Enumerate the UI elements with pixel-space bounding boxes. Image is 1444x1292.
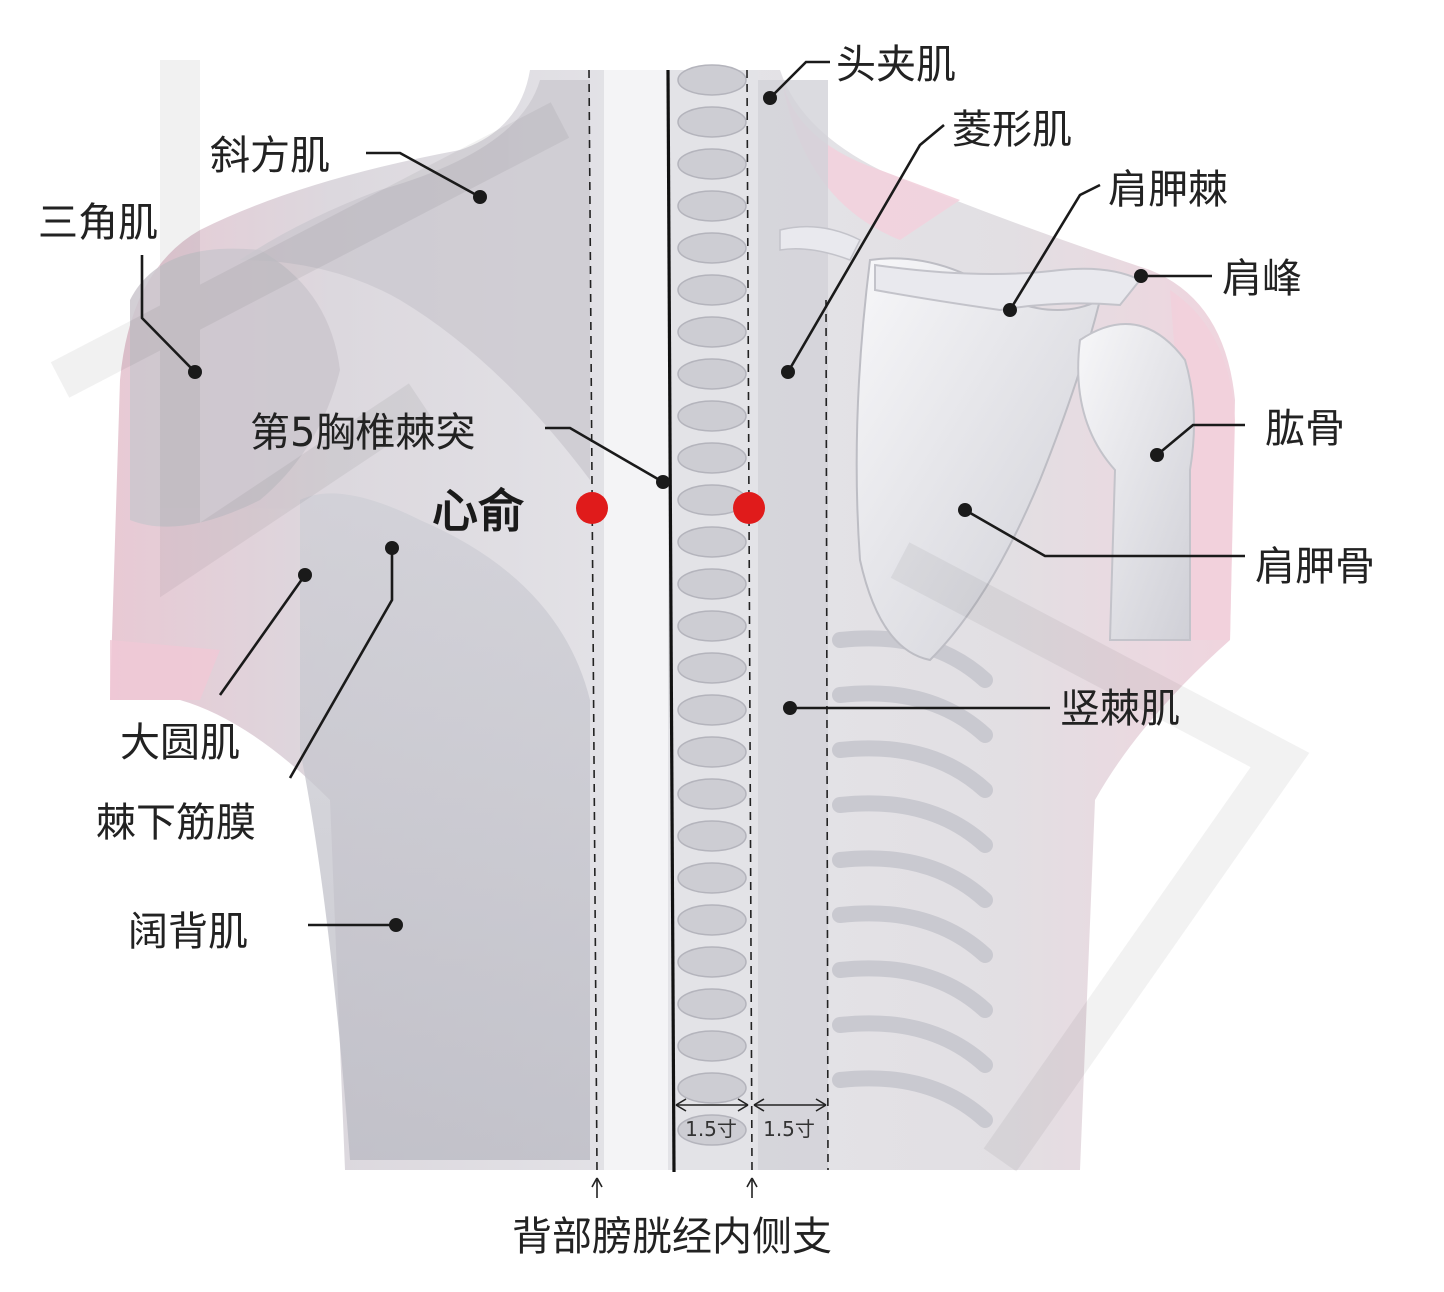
vertebra [677,820,747,852]
spine [604,64,758,1170]
vertebra [677,904,747,936]
acupoint-left-marker [576,492,608,524]
vertebra [677,1072,747,1104]
measure-left-label: 1.5寸 [685,1117,737,1141]
acupoint-right-marker [733,492,765,524]
rib [832,795,993,853]
label-humerus: 肱骨 [1265,406,1345,452]
vertebra [677,400,747,432]
measurement-left: 1.5寸 [675,1098,749,1141]
vertebra [677,316,747,348]
rib [832,960,993,1018]
label-scapula: 肩胛骨 [1255,544,1375,590]
vertebra [677,652,747,684]
vertebra [677,274,747,306]
deltoid-muscle [130,248,340,527]
vertebrae [677,64,747,1146]
vertebra [677,442,747,474]
watermark [50,60,1310,1172]
vertebra [677,232,747,264]
vertebra [677,862,747,894]
label-deltoid: 三角肌 [38,200,158,246]
vertebra [677,1030,747,1062]
ribs [832,630,993,1128]
vertebra [677,778,747,810]
label-splenius: 头夹肌 [836,42,956,88]
label-acromion: 肩峰 [1222,256,1302,302]
vertebra [677,694,747,726]
label-teres-major: 大圆肌 [120,720,240,766]
vertebra [677,358,747,390]
humerus-bone [1077,323,1195,641]
label-trapezius: 斜方肌 [210,133,330,179]
erector-spinae-muscle [758,80,828,1170]
meridian-caption: 背部膀胱经内侧支 [512,1214,832,1260]
measure-right-label: 1.5寸 [763,1117,815,1141]
vertebra [677,190,747,222]
rib [832,905,993,963]
measurement-right: 1.5寸 [753,1098,827,1141]
rib [832,685,993,743]
label-latissimus: 阔背肌 [128,909,248,955]
meridian-arrows [591,1177,758,1198]
vertebra [677,568,747,600]
vertebra [677,526,747,558]
rib [832,1070,993,1128]
vertebra [677,610,747,642]
label-erector-spinae: 竖棘肌 [1060,686,1180,732]
posterior-midline [666,69,676,1173]
label-scapular-spine: 肩胛棘 [1108,167,1228,213]
vertebra [677,106,747,138]
vertebra [677,1114,747,1146]
trapezius-muscle [240,80,590,480]
vertebra [677,148,747,180]
label-t5-spinous: 第5胸椎棘突 [250,410,475,456]
vertebra [677,946,747,978]
latissimus-muscle [300,493,590,1160]
rib [832,740,993,798]
vertebra [677,988,747,1020]
rib [832,850,993,908]
label-infraspinous-fascia: 棘下筋膜 [96,800,256,846]
scapular-spine-bone [874,263,1142,312]
vertebra [677,736,747,768]
bladder-meridian-right-line [746,69,753,1171]
rib [832,1015,993,1073]
bladder-meridian-left-line [588,69,598,1171]
label-rhomboid: 菱形肌 [952,107,1072,153]
acupoint-label: 心俞 [432,484,525,538]
outer-reference-line [825,299,829,1171]
vertebra [677,64,747,96]
